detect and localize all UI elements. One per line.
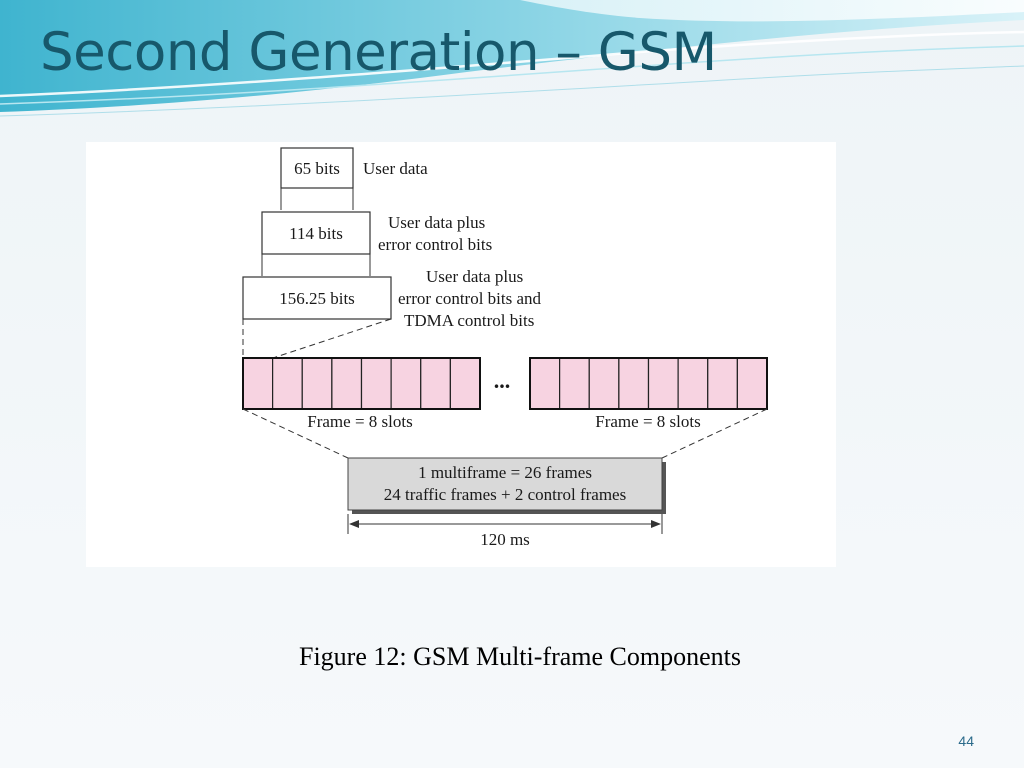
- time-slot: [360, 357, 392, 410]
- time-slot: [301, 357, 333, 410]
- frame-right: [529, 357, 768, 410]
- time-slot: [420, 357, 451, 410]
- frame-outline: [242, 357, 481, 410]
- multiframe-box: [347, 457, 663, 511]
- time-slot: [331, 357, 363, 410]
- page-number: 44: [958, 733, 974, 749]
- time-slot: [588, 357, 620, 410]
- time-slot: [707, 357, 738, 410]
- ellipsis: ...: [494, 368, 511, 393]
- user-data-bits-box: [280, 147, 354, 189]
- frame-label-left: Frame = 8 slots: [307, 412, 412, 431]
- figure-panel: 65 bits User data 114 bits User data plu…: [86, 142, 836, 567]
- time-slot: [272, 357, 303, 410]
- user-data-label: User data: [363, 159, 428, 178]
- frame-label-right: Frame = 8 slots: [595, 412, 700, 431]
- multiframe-line1: 1 multiframe = 26 frames: [418, 463, 592, 482]
- time-slot: [618, 357, 650, 410]
- slide-title: Second Generation – GSM: [40, 22, 717, 83]
- tdma-label-line1: User data plus: [426, 267, 523, 286]
- duration-label: 120 ms: [480, 530, 530, 549]
- tdma-label-line2: error control bits and: [398, 289, 542, 308]
- gsm-multiframe-diagram: 65 bits User data 114 bits User data plu…: [242, 147, 768, 549]
- time-slot: [736, 357, 768, 410]
- frame-left: [242, 357, 481, 410]
- error-control-bits-box: [261, 211, 371, 255]
- frame-outline: [529, 357, 768, 410]
- time-slot: [677, 357, 709, 410]
- tdma-bits-box: [242, 276, 392, 320]
- multiframe-line2: 24 traffic frames + 2 control frames: [384, 485, 626, 504]
- time-slot: [559, 357, 590, 410]
- duration-arrowhead-left: [349, 520, 359, 528]
- time-slot: [242, 357, 274, 410]
- expansion-dashed-line: [272, 318, 392, 359]
- time-slot: [647, 357, 679, 410]
- error-control-label-line1: User data plus: [388, 213, 485, 232]
- time-slot: [390, 357, 422, 410]
- user-data-bits-label: 65 bits: [294, 159, 340, 178]
- tdma-label-line3: TDMA control bits: [404, 311, 534, 330]
- duration-arrowhead-right: [651, 520, 661, 528]
- time-slot: [529, 357, 561, 410]
- error-control-bits-label: 114 bits: [289, 224, 343, 243]
- time-slot: [449, 357, 481, 410]
- figure-caption: Figure 12: GSM Multi-frame Components: [299, 642, 741, 671]
- error-control-label-line2: error control bits: [378, 235, 492, 254]
- tdma-bits-label: 156.25 bits: [279, 289, 355, 308]
- header-swoosh-decoration: [0, 0, 1024, 117]
